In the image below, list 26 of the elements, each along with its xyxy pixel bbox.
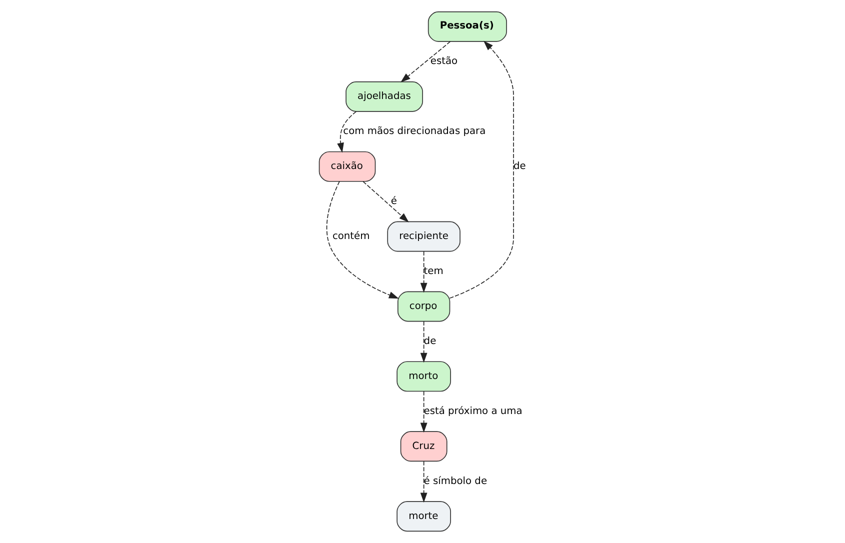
node-box: morto [396, 361, 450, 392]
arrow [336, 111, 356, 153]
arrow [448, 40, 514, 299]
edge-label: é símbolo de [423, 476, 487, 487]
edge-label: é [390, 196, 396, 208]
arrow [400, 41, 450, 82]
node-box: morte [396, 501, 450, 532]
arrow [326, 181, 398, 299]
node-box: ajoelhadas [345, 81, 422, 112]
node-box: corpo [396, 291, 450, 322]
node-box: recipiente [386, 221, 460, 252]
arrow [420, 391, 427, 433]
node-box: caixão [318, 151, 376, 182]
edge-label: de [513, 161, 526, 172]
arrow [420, 321, 427, 363]
edge-label: contém [332, 231, 370, 242]
arrow [420, 251, 427, 293]
arrow [420, 460, 427, 503]
edge-label: estão [430, 56, 458, 68]
edge-label: está próximo a uma [423, 406, 522, 417]
edge-label: tem [423, 266, 443, 278]
arrow [362, 181, 408, 222]
edge-label: de [423, 336, 436, 348]
node-box: Cruz [400, 431, 447, 462]
edge-label: com mãos direcionadas para [342, 126, 486, 138]
node-box: Pessoa(s) [427, 11, 506, 42]
